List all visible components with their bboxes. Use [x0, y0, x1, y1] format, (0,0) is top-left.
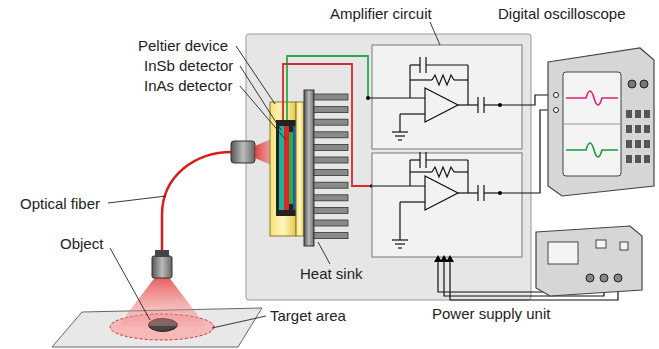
- heat-sink-fin: [314, 233, 348, 239]
- part-label: Amplifier circuit: [330, 6, 432, 23]
- part-label: InAs detector: [144, 78, 232, 95]
- scope-button: [644, 140, 650, 148]
- scope-button: [626, 155, 632, 163]
- heat-sink-fin: [314, 119, 348, 125]
- part-label: InSb detector: [144, 58, 233, 75]
- scope-button: [626, 140, 632, 148]
- scope-button: [635, 155, 641, 163]
- part-label: Digital oscilloscope: [498, 6, 626, 23]
- heat-sink-fin: [314, 170, 348, 176]
- heat-sink-fin: [314, 144, 348, 150]
- heat-sink-fin: [314, 195, 348, 201]
- heat-sink-fin: [314, 157, 348, 163]
- heat-sink-fin: [314, 207, 348, 213]
- scope-button: [635, 140, 641, 148]
- scope-button: [644, 110, 650, 118]
- heat-sink-fin: [314, 182, 348, 188]
- heat-sink-fin: [314, 132, 348, 138]
- scope-button: [635, 125, 641, 133]
- scope-knob: [628, 80, 636, 88]
- part-label: Peltier device: [138, 38, 228, 55]
- part-label: Object: [60, 236, 103, 253]
- scope-button: [626, 110, 632, 118]
- part-label: Target area: [270, 308, 346, 325]
- heat-sink-fin: [314, 220, 348, 226]
- scope-button: [644, 125, 650, 133]
- part-label: Power supply unit: [432, 306, 550, 323]
- scope-button: [644, 155, 650, 163]
- heat-sink-fin: [314, 94, 348, 100]
- part-label: Optical fiber: [20, 196, 100, 213]
- scope-knob: [640, 80, 648, 88]
- heat-sink-fin: [314, 107, 348, 113]
- scope-button: [626, 125, 632, 133]
- scope-button: [635, 110, 641, 118]
- part-label: Heat sink: [300, 266, 363, 283]
